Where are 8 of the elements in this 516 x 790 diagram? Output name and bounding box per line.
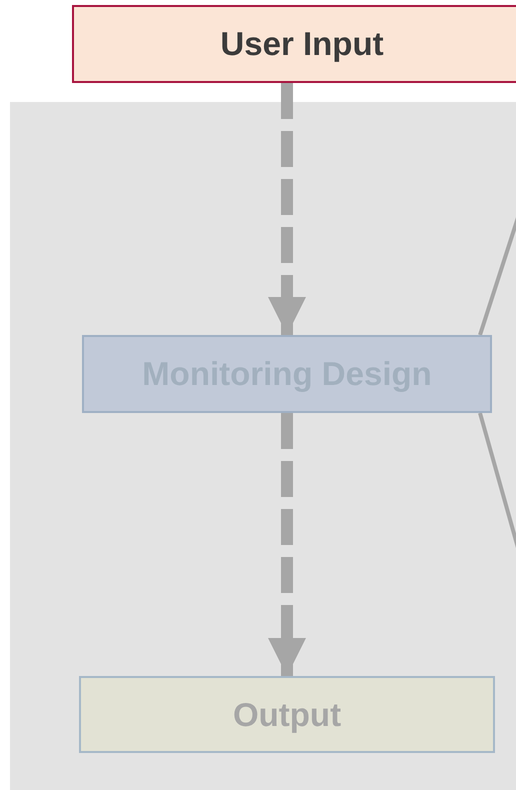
box-label: Output	[232, 696, 342, 734]
panel-background	[10, 102, 516, 790]
output-box	[79, 676, 495, 753]
process-box	[82, 335, 492, 413]
box-label: User Input	[220, 25, 384, 63]
arrow	[268, 83, 306, 335]
arrow	[268, 413, 306, 676]
input-box	[72, 5, 516, 83]
